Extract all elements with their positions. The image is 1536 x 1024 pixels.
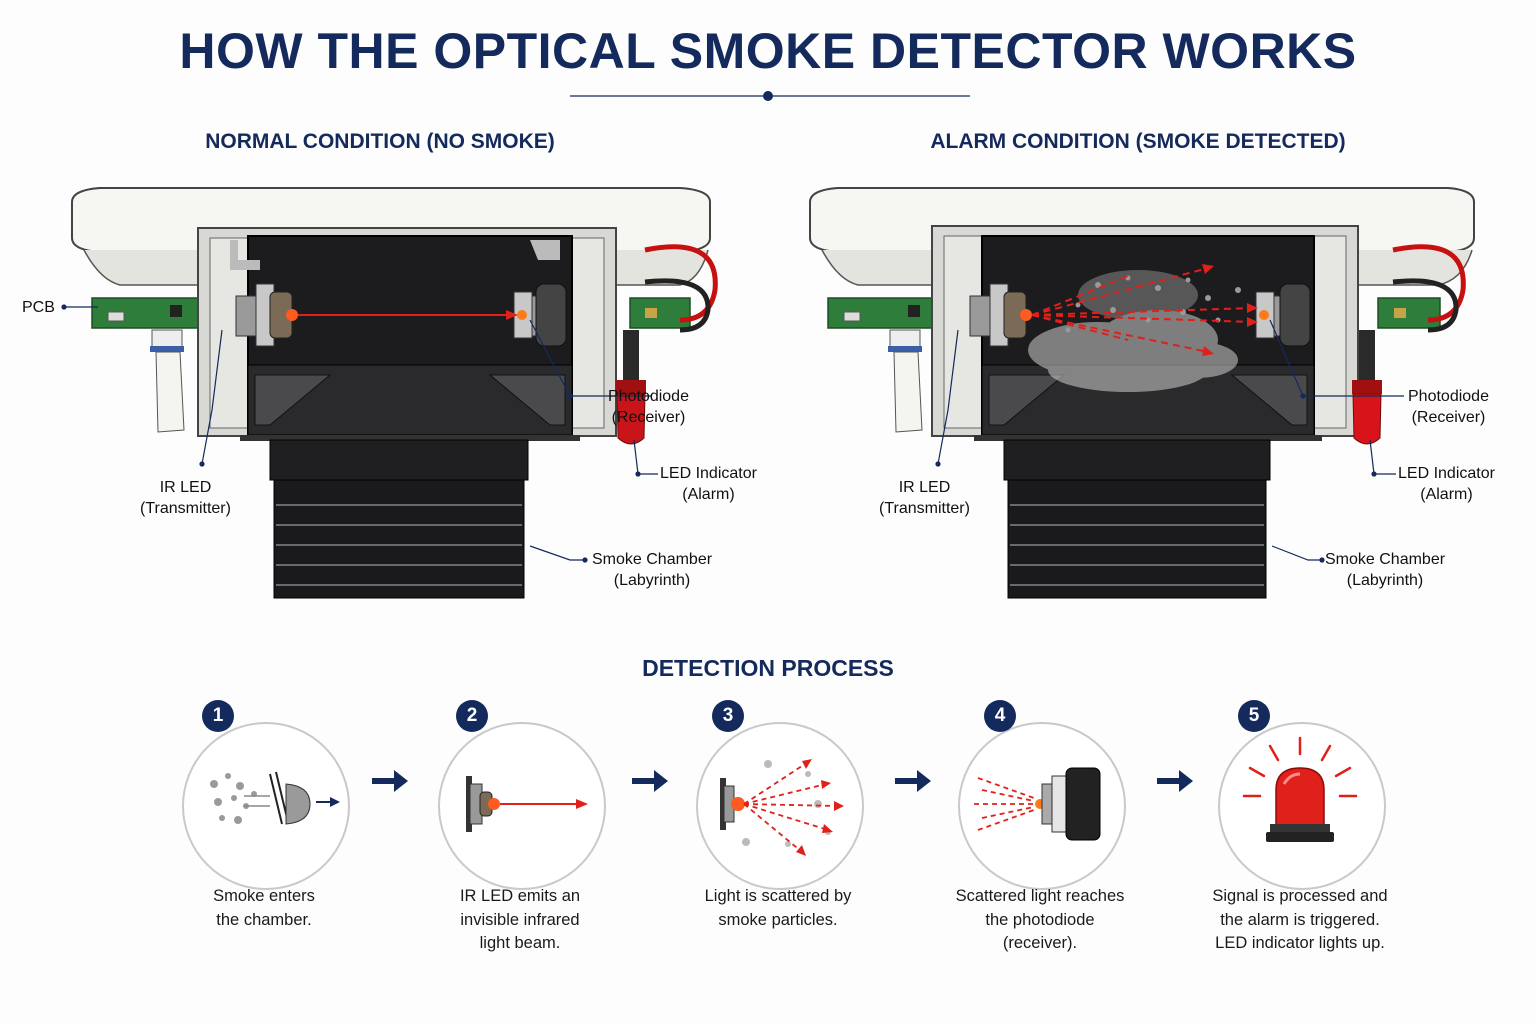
label-ir-led: IR LED(Transmitter) xyxy=(140,479,231,517)
alarm-beacon-icon xyxy=(1242,736,1358,842)
step-number-badge: 3 xyxy=(712,700,744,732)
connector-plug xyxy=(150,329,185,433)
scattered-light-arrowheads xyxy=(1202,264,1258,356)
wires xyxy=(1392,244,1466,333)
label-smoke-chamber: Smoke Chamber(Labyrinth) xyxy=(592,551,713,589)
connector-plug xyxy=(888,329,923,433)
callout-lines xyxy=(61,304,658,563)
step-arrow xyxy=(372,770,408,792)
label-led-indicator: LED Indicator(Alarm) xyxy=(660,465,757,503)
detection-process-heading: DETECTION PROCESS xyxy=(642,655,894,681)
ir-led-transmitter xyxy=(235,283,298,347)
label-ir-led: IR LED(Transmitter) xyxy=(879,479,970,517)
photodiode-receive-icon xyxy=(974,767,1101,841)
wires xyxy=(644,244,718,333)
smoke-cloud xyxy=(1028,270,1238,392)
normal-condition-heading: NORMAL CONDITION (NO SMOKE) xyxy=(205,130,555,153)
page-title: HOW THE OPTICAL SMOKE DETECTOR WORKS xyxy=(179,23,1357,79)
ir-led-transmitter xyxy=(969,283,1032,347)
label-led-indicator: LED Indicator(Alarm) xyxy=(1398,465,1495,503)
step-number-badge: 4 xyxy=(984,700,1016,732)
label-photodiode: Photodiode(Receiver) xyxy=(1408,388,1489,426)
label-smoke-chamber: Smoke Chamber(Labyrinth) xyxy=(1325,551,1446,589)
step-arrow xyxy=(1157,770,1193,792)
step-circle xyxy=(1218,722,1386,890)
smoke-chamber-labyrinth xyxy=(1003,439,1271,599)
callout-lines xyxy=(935,319,1404,563)
label-photodiode: Photodiode(Receiver) xyxy=(608,388,689,426)
light-scatter-icon xyxy=(720,759,844,856)
step-arrow xyxy=(895,770,931,792)
smoke-entering-icon xyxy=(210,771,340,825)
alarm-condition-heading: ALARM CONDITION (SMOKE DETECTED) xyxy=(930,130,1346,153)
title-divider xyxy=(570,91,970,101)
step-number-badge: 2 xyxy=(456,700,488,732)
smoke-chamber-labyrinth xyxy=(269,439,529,599)
ir-beam-icon xyxy=(466,776,588,832)
step-arrow xyxy=(632,770,668,792)
photodiode-receiver xyxy=(513,283,567,347)
alarm-detector-diagram xyxy=(809,187,1475,599)
pcb-board xyxy=(91,297,691,329)
photodiode-receiver xyxy=(1255,283,1311,347)
scattered-light-beams xyxy=(1031,267,1254,353)
step-number-badge: 5 xyxy=(1238,700,1270,732)
led-indicator xyxy=(616,330,646,445)
ir-light-beam xyxy=(298,310,518,320)
label-pcb: PCB xyxy=(22,299,55,316)
normal-detector-diagram xyxy=(61,187,718,599)
led-indicator xyxy=(1352,330,1382,445)
step-number-badge: 1 xyxy=(202,700,234,732)
